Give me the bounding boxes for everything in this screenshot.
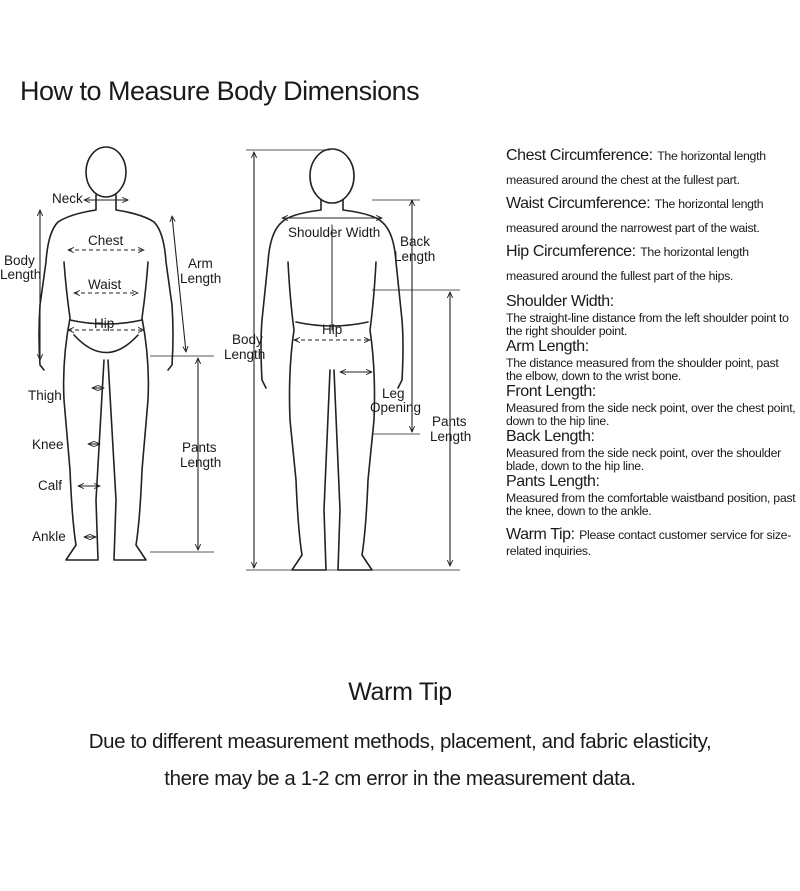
back-measurement-lines xyxy=(246,149,460,571)
arm-length-label-1: Arm xyxy=(188,256,213,271)
definition-term: Pants Length: xyxy=(506,473,600,490)
warm-tip-line-1: Due to different measurement methods, pl… xyxy=(88,730,712,753)
definition-term: Shoulder Width: xyxy=(506,293,614,310)
definition-back-length: Back Length: Measured from the side neck… xyxy=(506,427,796,472)
definition-text: Measured from the side neck point, over … xyxy=(506,401,796,428)
definition-pants-length: Pants Length: Measured from the comforta… xyxy=(506,472,796,517)
neck-label: Neck xyxy=(52,191,83,206)
definition-text: Measured from the side neck point, over … xyxy=(506,446,781,473)
definition-warm-tip: Warm Tip: Please contact customer servic… xyxy=(506,527,796,559)
warm-tip-heading: Warm Tip xyxy=(348,678,452,706)
definition-text: The horizontal length measured around th… xyxy=(506,197,764,235)
definition-text: Please contact customer service for size… xyxy=(506,528,792,558)
front-body-length-label-1: Body xyxy=(4,253,35,268)
back-pants-length-label-1: Pants xyxy=(432,414,467,429)
definition-term: Waist Circumference: xyxy=(506,195,651,212)
front-body-length-label-2: Length xyxy=(0,267,41,282)
thigh-label: Thigh xyxy=(28,388,62,403)
back-length-label-1: Back xyxy=(400,234,430,249)
back-length-label-2: Length xyxy=(394,249,435,264)
definition-text: The horizontal length measured around th… xyxy=(506,149,766,187)
waist-label: Waist xyxy=(88,277,121,292)
definition-term: Hip Circumference: xyxy=(506,243,636,260)
back-body-length-label-2: Length xyxy=(224,347,265,362)
definition-term: Warm Tip: xyxy=(506,526,575,543)
definition-hip: Hip Circumference: The horizontal length… xyxy=(506,240,796,288)
leg-opening-label-1: Leg xyxy=(382,386,405,401)
definition-text: The straight-line distance from the left… xyxy=(506,311,789,338)
definition-term: Arm Length: xyxy=(506,338,589,355)
definition-text: The horizontal length measured around th… xyxy=(506,245,749,283)
definition-term: Back Length: xyxy=(506,428,595,445)
definition-front-length: Front Length: Measured from the side nec… xyxy=(506,382,796,427)
definition-text: The distance measured from the shoulder … xyxy=(506,356,779,383)
front-hip-label: Hip xyxy=(94,316,114,331)
front-body-figure xyxy=(38,146,174,561)
back-hip-label: Hip xyxy=(322,322,342,337)
definition-term: Chest Circumference: xyxy=(506,147,653,164)
warm-tip-line-2: there may be a 1-2 cm error in the measu… xyxy=(164,767,636,790)
knee-label: Knee xyxy=(32,437,64,452)
definition-waist: Waist Circumference: The horizontal leng… xyxy=(506,192,796,240)
front-pants-length-label-1: Pants xyxy=(182,440,217,455)
measurement-definitions: Chest Circumference: The horizontal leng… xyxy=(506,144,796,559)
back-pants-length-label-2: Length xyxy=(430,429,471,444)
front-pants-length-label-2: Length xyxy=(180,455,221,470)
shoulder-width-label: Shoulder Width xyxy=(288,225,380,240)
ankle-label: Ankle xyxy=(32,529,66,544)
definition-chest: Chest Circumference: The horizontal leng… xyxy=(506,144,796,192)
back-body-length-label-1: Body xyxy=(232,332,263,347)
page-title: How to Measure Body Dimensions xyxy=(20,76,420,106)
back-body-figure xyxy=(260,148,404,571)
definition-arm-length: Arm Length: The distance measured from t… xyxy=(506,337,796,382)
chest-label: Chest xyxy=(88,233,124,248)
arm-length-label-2: Length xyxy=(180,271,221,286)
definition-term: Front Length: xyxy=(506,383,596,400)
front-measurement-lines xyxy=(40,200,214,553)
definition-shoulder-width: Shoulder Width: The straight-line distan… xyxy=(506,292,796,337)
definition-text: Measured from the comfortable waistband … xyxy=(506,491,796,518)
leg-opening-label-2: Opening xyxy=(370,400,421,415)
calf-label: Calf xyxy=(38,478,62,493)
